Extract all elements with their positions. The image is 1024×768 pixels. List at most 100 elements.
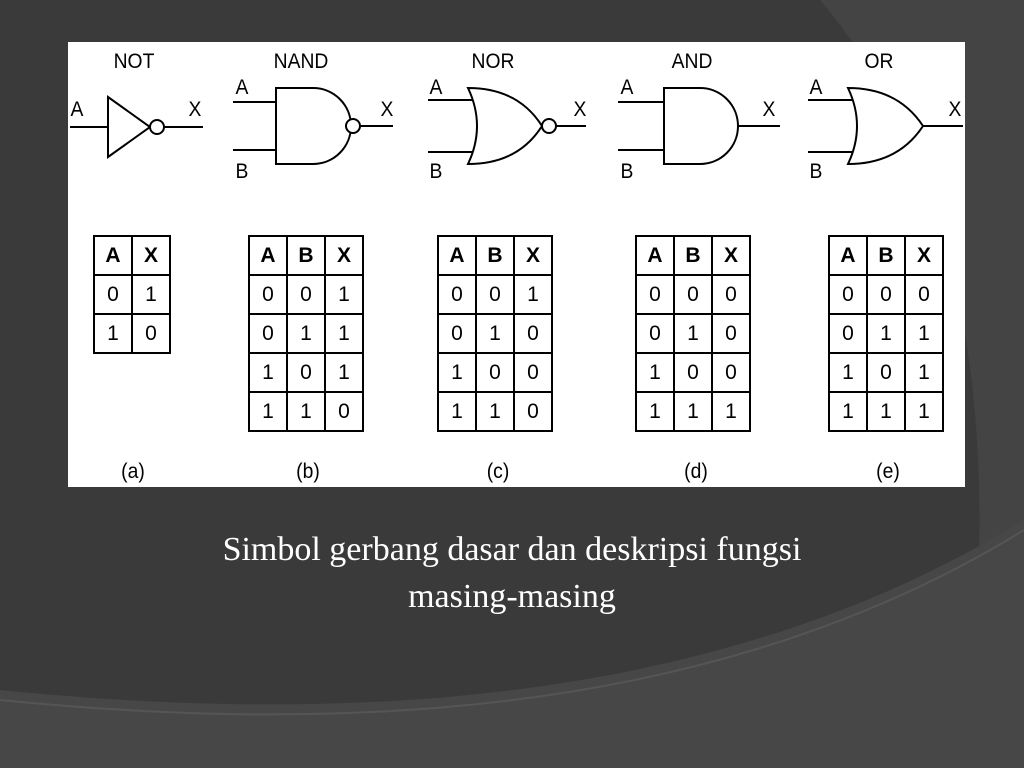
table-row: 0 1 bbox=[93, 274, 171, 315]
table-cell: 0 bbox=[437, 274, 477, 315]
table-cell: 0 bbox=[248, 274, 288, 315]
table-cell: 0 bbox=[866, 274, 906, 315]
table-header: A bbox=[248, 235, 288, 276]
table-cell: 1 bbox=[673, 391, 713, 432]
table-cell: 1 bbox=[437, 391, 477, 432]
diagram-panel: NOT NAND NOR AND OR A X A B X A B X A B … bbox=[68, 42, 965, 487]
table-header: X bbox=[131, 235, 171, 276]
table-cell: 1 bbox=[131, 274, 171, 315]
sublabel-b: (b) bbox=[296, 460, 320, 483]
table-cell: 0 bbox=[475, 274, 515, 315]
table-header: A bbox=[93, 235, 133, 276]
table-cell: 0 bbox=[286, 274, 326, 315]
table-cell: 0 bbox=[93, 274, 133, 315]
table-cell: 0 bbox=[673, 274, 713, 315]
pin-label-input-a: A bbox=[429, 76, 443, 99]
table-cell: 0 bbox=[324, 391, 364, 432]
table-cell: 1 bbox=[828, 391, 868, 432]
table-cell: 0 bbox=[635, 313, 675, 354]
table-header: A bbox=[828, 235, 868, 276]
table-cell: 1 bbox=[437, 352, 477, 393]
slide-caption: Simbol gerbang dasar dan deskripsi fungs… bbox=[92, 526, 932, 620]
table-header: X bbox=[324, 235, 364, 276]
table-cell: 0 bbox=[828, 274, 868, 315]
table-header: X bbox=[513, 235, 553, 276]
table-cell: 1 bbox=[866, 313, 906, 354]
table-cell: 0 bbox=[513, 391, 553, 432]
table-cell: 0 bbox=[828, 313, 868, 354]
pin-label-output-x: X bbox=[380, 98, 394, 121]
table-cell: 1 bbox=[286, 391, 326, 432]
pin-label-input-b: B bbox=[235, 160, 249, 183]
table-cell: 0 bbox=[131, 313, 171, 354]
pin-label-input-a: A bbox=[70, 98, 84, 121]
pin-label-input-b: B bbox=[620, 160, 634, 183]
table-cell: 1 bbox=[475, 391, 515, 432]
table-cell: 1 bbox=[324, 313, 364, 354]
table-cell: 1 bbox=[635, 391, 675, 432]
table-cell: 1 bbox=[904, 313, 944, 354]
or-gate-symbol bbox=[808, 86, 963, 166]
table-header: A bbox=[437, 235, 477, 276]
table-cell: 1 bbox=[475, 313, 515, 354]
table-cell: 0 bbox=[475, 352, 515, 393]
table-cell: 0 bbox=[513, 313, 553, 354]
table-cell: 0 bbox=[711, 274, 751, 315]
table-cell: 1 bbox=[324, 274, 364, 315]
caption-line-2: masing-masing bbox=[408, 578, 616, 615]
table-cell: 1 bbox=[324, 352, 364, 393]
table-cell: 1 bbox=[635, 352, 675, 393]
table-cell: 0 bbox=[904, 274, 944, 315]
pin-label-input-a: A bbox=[235, 76, 249, 99]
sublabel-a: (a) bbox=[121, 460, 145, 483]
table-cell: 1 bbox=[904, 391, 944, 432]
pin-label-output-x: X bbox=[573, 98, 587, 121]
table-cell: 0 bbox=[248, 313, 288, 354]
table-header: A bbox=[635, 235, 675, 276]
gate-title-nand: NAND bbox=[273, 50, 329, 73]
and-gate-symbol bbox=[618, 87, 780, 165]
pin-label-output-x: X bbox=[762, 98, 776, 121]
table-cell: 1 bbox=[673, 313, 713, 354]
gate-title-or: OR bbox=[864, 50, 894, 73]
nand-gate-symbol bbox=[233, 87, 393, 165]
sublabel-c: (c) bbox=[486, 460, 510, 483]
pin-label-input-a: A bbox=[809, 76, 823, 99]
table-cell: 0 bbox=[866, 352, 906, 393]
table-header: X bbox=[711, 235, 751, 276]
not-gate-symbol bbox=[70, 95, 203, 159]
table-cell: 0 bbox=[635, 274, 675, 315]
table-cell: 0 bbox=[437, 313, 477, 354]
truth-table-not: A X 0 1 1 0 bbox=[93, 235, 171, 354]
table-cell: 0 bbox=[711, 352, 751, 393]
table-row: 1 0 bbox=[93, 313, 171, 354]
table-header: B bbox=[475, 235, 515, 276]
sublabel-e: (e) bbox=[876, 460, 900, 483]
table-cell: 0 bbox=[286, 352, 326, 393]
table-cell: 0 bbox=[711, 313, 751, 354]
pin-label-input-a: A bbox=[620, 76, 634, 99]
nor-gate-symbol bbox=[428, 86, 586, 166]
table-cell: 1 bbox=[866, 391, 906, 432]
table-cell: 1 bbox=[93, 313, 133, 354]
table-cell: 1 bbox=[248, 391, 288, 432]
table-cell: 1 bbox=[513, 274, 553, 315]
table-cell: 1 bbox=[711, 391, 751, 432]
